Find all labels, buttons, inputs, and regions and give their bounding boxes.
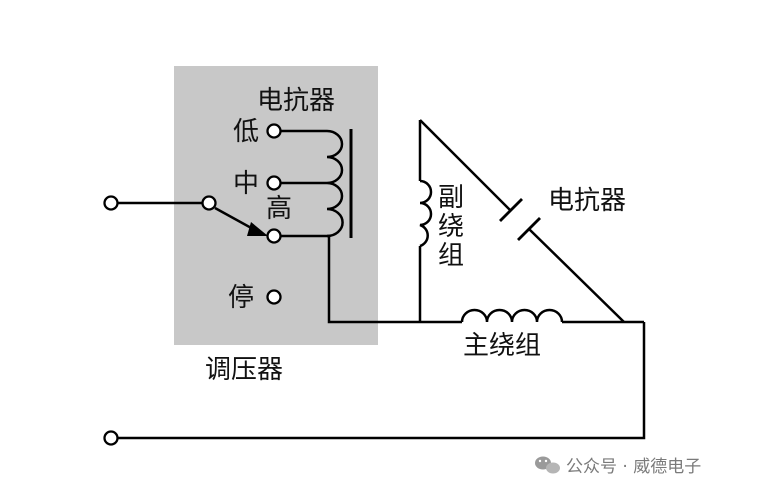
capacitor-upper-wire xyxy=(419,119,512,212)
main-winding-coil xyxy=(460,308,564,323)
selector-pivot-terminal xyxy=(201,195,217,211)
aux-winding-label: 副绕组 xyxy=(438,183,464,271)
tap-mid-label: 中 xyxy=(233,169,259,199)
wires xyxy=(117,119,646,440)
capacitor-plate-2 xyxy=(517,217,541,241)
tap-high-terminal xyxy=(266,228,282,244)
capacitor-symbol xyxy=(499,198,541,241)
selector-switch xyxy=(214,206,268,236)
tap-stop-terminal xyxy=(266,289,282,305)
reactor-coil xyxy=(326,129,344,238)
wechat-icon xyxy=(535,456,560,474)
reactor-label: 电抗器 xyxy=(257,86,335,116)
main-winding-label: 主绕组 xyxy=(463,331,541,361)
input-terminal-bottom xyxy=(103,430,119,446)
return-wire xyxy=(118,322,646,440)
terminals xyxy=(103,123,282,446)
input-terminal-top xyxy=(103,195,119,211)
capacitor-label: 电抗器 xyxy=(548,186,626,216)
watermark: 公众号 · 威德电子 xyxy=(535,456,701,477)
tap-high-label: 高 xyxy=(266,194,292,224)
capacitor-plate-1 xyxy=(499,198,523,222)
tap-low-terminal xyxy=(266,123,282,139)
selector-arm xyxy=(214,206,256,232)
selector-arrowhead xyxy=(247,222,268,236)
tap-mid-terminal xyxy=(266,175,282,191)
capacitor-lower-wire xyxy=(528,228,625,323)
aux-winding-coil xyxy=(419,179,433,248)
tap-stop-label: 停 xyxy=(228,283,254,313)
regulator-name-label: 调压器 xyxy=(205,355,283,385)
watermark-text: 公众号 · 威德电子 xyxy=(566,457,701,477)
tap-low-label: 低 xyxy=(233,117,259,147)
